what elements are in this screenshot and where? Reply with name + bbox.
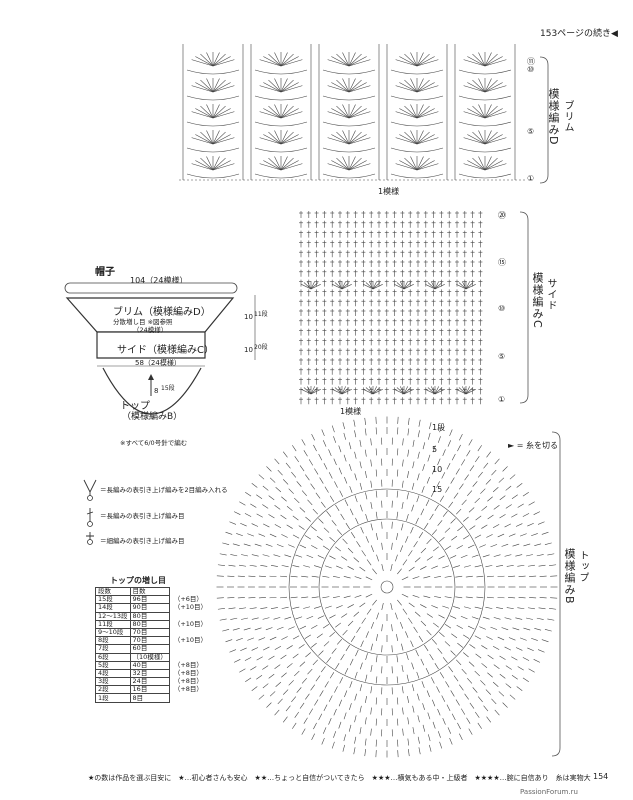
brim-row-5: ⑤	[527, 127, 535, 136]
increase-table-title: トップの増し目	[110, 576, 166, 585]
side-row-10: ⑩	[498, 304, 506, 313]
hat-schematic	[64, 282, 256, 415]
increase-note	[169, 645, 209, 653]
top-label: トップ	[577, 550, 588, 583]
row-count: 14段	[95, 603, 131, 613]
side-name: サイド（模様編みC）	[117, 345, 214, 356]
table-row: 6段（10模様）	[95, 652, 210, 662]
side-row-20: ⑳	[498, 211, 506, 220]
hat-title: 帽子	[95, 267, 115, 278]
legend-item-2: ＝長編みの表引き上げ編み目	[100, 512, 185, 520]
increase-note: （+6目）	[173, 595, 203, 604]
top-bracket	[551, 431, 561, 757]
dim-side-rows: 20段	[254, 344, 268, 351]
brim-row-10: ⑩	[527, 65, 535, 74]
brim-note2: （24模様）	[133, 326, 168, 334]
side-row-1: ①	[498, 395, 506, 404]
increase-note: （+8目）	[173, 685, 203, 694]
increase-note: （+8目）	[173, 660, 203, 669]
row-count: 6段	[95, 652, 131, 662]
watermark: PassionForum.ru	[520, 788, 578, 796]
hat-top-width: 104（24模様）	[130, 276, 188, 285]
page-number: 154	[593, 772, 609, 781]
increase-note: （+8目）	[173, 677, 203, 686]
side-bracket	[519, 211, 529, 404]
top-row-10: 10	[432, 465, 443, 474]
top-row-5: 5	[432, 445, 438, 454]
top-pattern-label: 模様編みB	[563, 548, 576, 605]
stitch-count: 60目	[129, 644, 170, 654]
top-chart	[216, 416, 558, 758]
brim-chart	[179, 44, 525, 181]
legend-symbols	[83, 479, 97, 545]
increase-note: （+10目）	[173, 619, 208, 628]
increase-note: （+10目）	[173, 636, 208, 645]
dim-brim: 10	[244, 313, 253, 321]
brim-name: ブリム（模様編みD）	[113, 307, 211, 318]
side-row-15: ⑮	[498, 258, 506, 267]
continued-note: 153ページの続き◀	[540, 29, 618, 39]
increase-note: （+10目）	[173, 603, 208, 612]
brim-repeat-label: 1模様	[378, 187, 400, 196]
cut-yarn-note: ► = 糸を切る	[508, 441, 558, 450]
increase-note	[169, 653, 209, 661]
side-pattern-label: 模様編みC	[531, 272, 544, 329]
stitch-count: 8目	[129, 693, 170, 703]
brim-pattern-label: 模様編みD	[547, 88, 560, 146]
dim-top-rows: 15段	[161, 385, 175, 392]
footer-note: ★の数は作品を選ぶ目安に ★…初心者さんも安心 ★★…ちょっと自信がついてきたら…	[88, 774, 591, 782]
side-label: サイド	[545, 278, 556, 311]
brim-row-1: ①	[527, 174, 535, 183]
dim-brim-rows: 11段	[254, 311, 268, 318]
row-count: 2段	[95, 685, 131, 695]
brim-bracket	[539, 56, 549, 184]
top-name2: （模様編みB）	[122, 412, 183, 422]
side-row-5: ⑤	[498, 352, 506, 361]
legend-item-3: ＝細編みの表引き上げ編み目	[100, 537, 185, 545]
brim-row-11: ⑪	[527, 57, 535, 66]
top-row-1: 1段	[432, 423, 446, 432]
side-chart	[299, 211, 483, 405]
needle-note: ※すべて6/0号針で編む	[120, 439, 188, 447]
dim-top: 8	[154, 387, 159, 395]
legend-item-1: ＝長編みの表引き上げ編みを2目編み入れる	[100, 486, 228, 494]
stitch-count: 90目	[129, 603, 170, 613]
side-repeat-label: 1模様	[340, 407, 362, 416]
stitch-count: （10模様）	[129, 652, 170, 662]
row-count: 7段	[95, 644, 131, 654]
stitch-count: 16目	[129, 685, 170, 695]
increase-note: （+8目）	[173, 668, 203, 677]
row-count: 1段	[95, 693, 131, 703]
increase-note	[169, 694, 209, 702]
top-name1: トップ	[120, 401, 150, 412]
side-width: 58（24模様）	[135, 359, 181, 367]
dim-side: 10	[244, 346, 253, 354]
brim-label: ブリム	[562, 100, 573, 133]
brim-note1: 分散増し目 ※図参照	[113, 318, 173, 326]
top-row-15: 15	[432, 485, 443, 494]
